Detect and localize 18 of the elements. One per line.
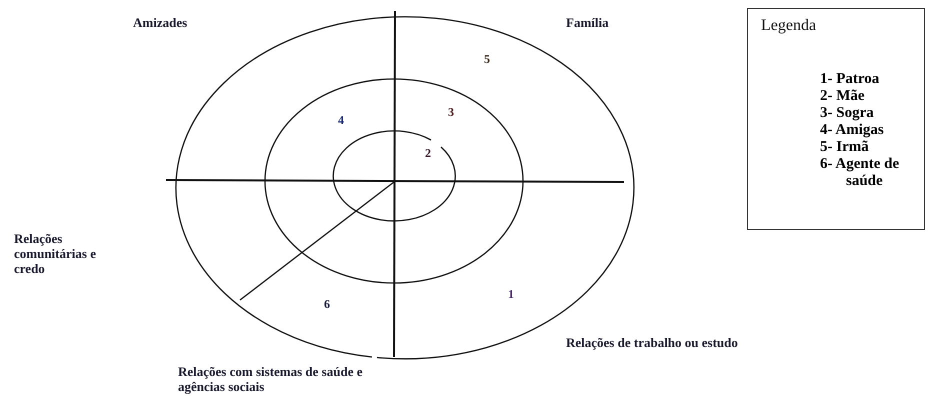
member-number: 6 [324, 298, 330, 311]
legend-entry: 2- Mãe [820, 88, 866, 105]
sector-label: Amizades [133, 15, 188, 30]
sector-label: Família [566, 15, 610, 30]
legend-entry: 1- Patroa [820, 71, 880, 88]
member-number: 1 [508, 288, 514, 301]
legend-entry: 4- Amigas [820, 122, 885, 139]
legend-entry: 5- Irmã [820, 139, 870, 156]
legend-entry: 3- Sogra [820, 105, 875, 122]
member-number: 4 [338, 114, 344, 127]
legend-entry: 6- Agente de saúde [820, 156, 900, 190]
sector-label: Relações com sistemas de saúde e agências sociais [178, 364, 364, 394]
sector-label: Relações comunitárias e credo [14, 231, 97, 276]
sector-label: Relações de trabalho ou estudo [566, 335, 739, 350]
member-number: 3 [448, 106, 454, 119]
member-number: 2 [425, 147, 431, 160]
member-number: 5 [484, 53, 490, 66]
legend-title: Legenda [761, 18, 818, 33]
